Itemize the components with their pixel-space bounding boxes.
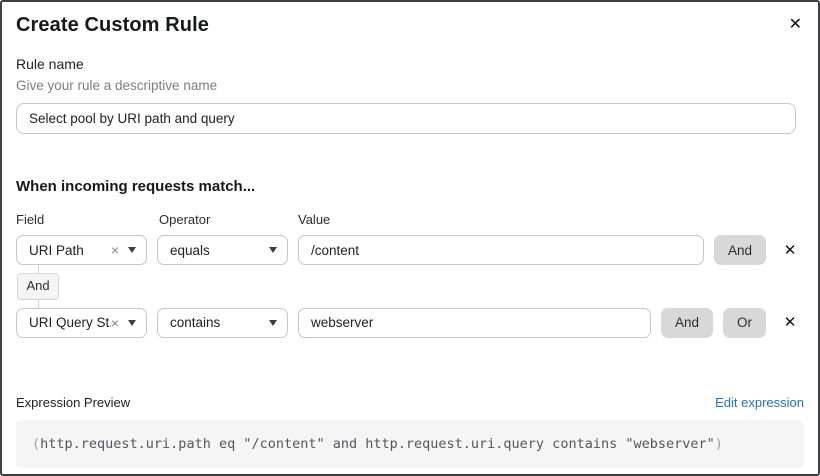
column-labels: Field Operator Value (16, 212, 804, 227)
dialog-header: Create Custom Rule ✕ (16, 14, 804, 37)
delete-condition-icon[interactable]: ✕ (778, 313, 802, 332)
close-paren: ) (714, 435, 723, 452)
value-column-label: Value (298, 212, 331, 227)
clear-icon[interactable]: × (110, 242, 119, 258)
connector-line (37, 265, 39, 273)
rule-name-label: Rule name (16, 56, 84, 72)
chevron-down-icon (269, 247, 277, 253)
operator-select[interactable]: equals (157, 235, 288, 265)
condition-row-1: URI Path × equals And ✕ (16, 235, 804, 265)
open-paren: ( (32, 435, 41, 452)
connector-line (37, 299, 39, 308)
chevron-down-icon (128, 247, 136, 253)
expression-body: http.request.uri.path eq "/content" and … (40, 435, 715, 452)
condition-row-2: URI Query St... × contains And Or ✕ (16, 307, 804, 338)
add-and-button[interactable]: And (713, 235, 766, 265)
expression-preview-label: Expression Preview (16, 394, 131, 410)
rule-name-hint: Give your rule a descriptive name (16, 78, 218, 93)
value-input[interactable] (298, 235, 704, 265)
chevron-down-icon (269, 319, 277, 326)
field-column-label: Field (16, 212, 45, 227)
operator-select-value: equals (170, 242, 210, 258)
expression-preview-code: (http.request.uri.path eq "/content" and… (16, 419, 804, 468)
delete-condition-icon[interactable]: ✕ (778, 241, 802, 260)
close-icon[interactable]: ✕ (785, 12, 806, 36)
add-and-button[interactable]: And (660, 307, 713, 338)
operator-select[interactable]: contains (157, 307, 288, 338)
match-section: When incoming requests match... Field Op… (16, 178, 804, 338)
operator-select-value: contains (170, 315, 221, 331)
edit-expression-link[interactable]: Edit expression (715, 394, 804, 410)
operator-column-label: Operator (159, 212, 211, 227)
expression-preview-header: Expression Preview Edit expression (16, 395, 804, 410)
rule-name-section: Rule name Give your rule a descriptive n… (16, 56, 804, 134)
field-select-value: URI Query St... (29, 315, 111, 331)
and-connector-chip: And (17, 273, 59, 300)
add-or-button[interactable]: Or (723, 307, 766, 338)
field-select-value: URI Path (29, 242, 84, 258)
page-title: Create Custom Rule (16, 14, 209, 36)
field-select[interactable]: URI Query St... × (16, 307, 147, 338)
field-select[interactable]: URI Path × (16, 235, 147, 265)
rule-name-input[interactable] (16, 103, 796, 134)
logic-connector: And (17, 265, 59, 308)
clear-icon[interactable]: × (110, 314, 119, 331)
value-input[interactable] (298, 307, 651, 338)
match-heading: When incoming requests match... (16, 178, 256, 195)
chevron-down-icon (128, 319, 136, 326)
